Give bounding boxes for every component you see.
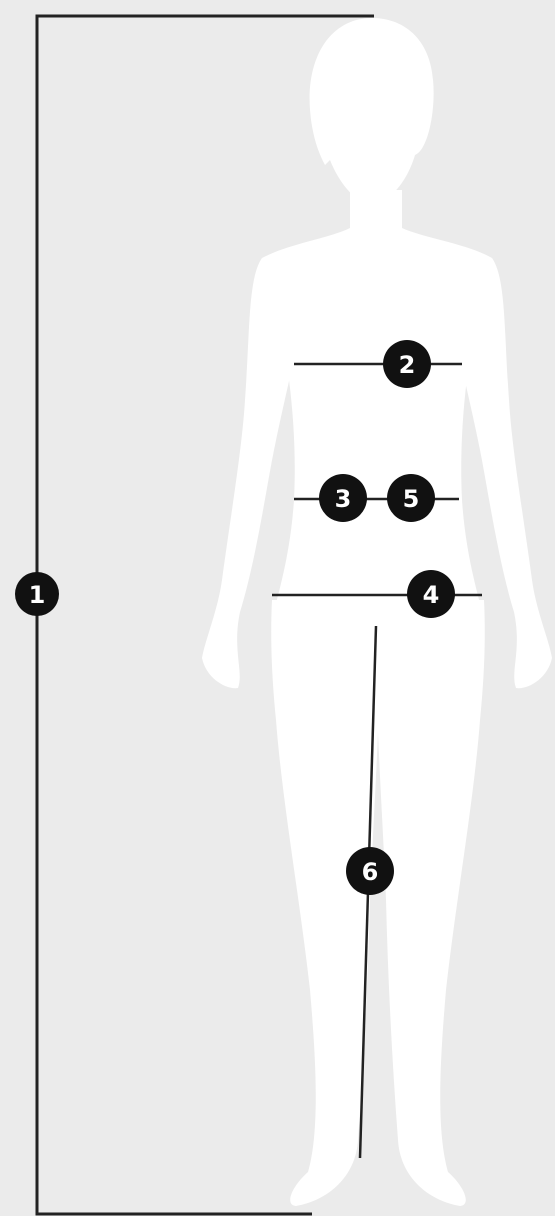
marker-1: 1 (15, 572, 59, 616)
marker-2-label: 2 (399, 351, 416, 379)
marker-4-label: 4 (423, 581, 440, 609)
marker-6: 6 (346, 847, 394, 895)
marker-6-label: 6 (362, 858, 379, 886)
marker-3: 3 (319, 474, 367, 522)
marker-2: 2 (383, 340, 431, 388)
marker-1-label: 1 (29, 581, 46, 609)
right-leg (375, 600, 485, 1206)
right-arm (454, 258, 552, 689)
marker-5: 5 (387, 474, 435, 522)
torso (262, 228, 492, 620)
left-leg (271, 600, 381, 1206)
head (309, 18, 434, 200)
left-arm (202, 258, 300, 689)
marker-3-label: 3 (335, 485, 352, 513)
marker-5-label: 5 (403, 485, 420, 513)
body-silhouette (202, 18, 552, 1206)
neck (350, 190, 402, 232)
marker-4: 4 (407, 570, 455, 618)
